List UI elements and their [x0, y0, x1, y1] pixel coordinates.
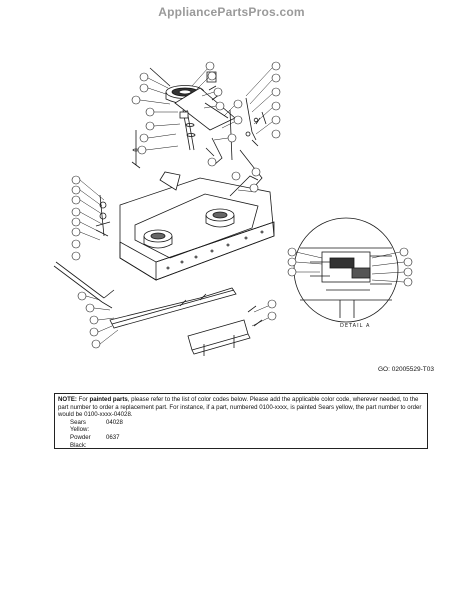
- front-rail: [109, 287, 237, 329]
- color-name: Sears Yellow:: [70, 418, 90, 434]
- leader-lines: [79, 67, 405, 345]
- color-code-row: Powder Black: 0637: [70, 434, 424, 449]
- color-code-row: Sears Yellow: 04028: [70, 419, 424, 434]
- note-paragraph: NOTE: For painted parts, please refer to…: [58, 396, 424, 419]
- detail-a-view: [293, 217, 399, 323]
- note-text-a: For: [76, 396, 90, 403]
- callout-circles: [71, 61, 413, 349]
- detail-a-label: DETAIL A: [340, 323, 371, 329]
- color-name: Powder Black:: [70, 433, 91, 449]
- painted-parts-note: NOTE: For painted parts, please refer to…: [54, 393, 428, 449]
- note-text-b: , please refer to the list of color code…: [58, 396, 422, 419]
- mower-deck: [119, 171, 275, 281]
- note-label: NOTE:: [58, 396, 77, 403]
- exploded-parts-diagram: [53, 61, 413, 356]
- color-code: 0637: [106, 433, 120, 441]
- watermark: AppliancePartsPros.com: [158, 5, 305, 19]
- left-arm: [53, 261, 115, 309]
- note-emphasis: painted parts: [89, 396, 128, 403]
- color-code-list: Sears Yellow: 04028 Powder Black: 0637: [70, 419, 424, 449]
- bumper-plate: [187, 305, 263, 356]
- document-code: GO: 02005529-T03: [378, 366, 435, 373]
- color-code: 04028: [106, 418, 123, 426]
